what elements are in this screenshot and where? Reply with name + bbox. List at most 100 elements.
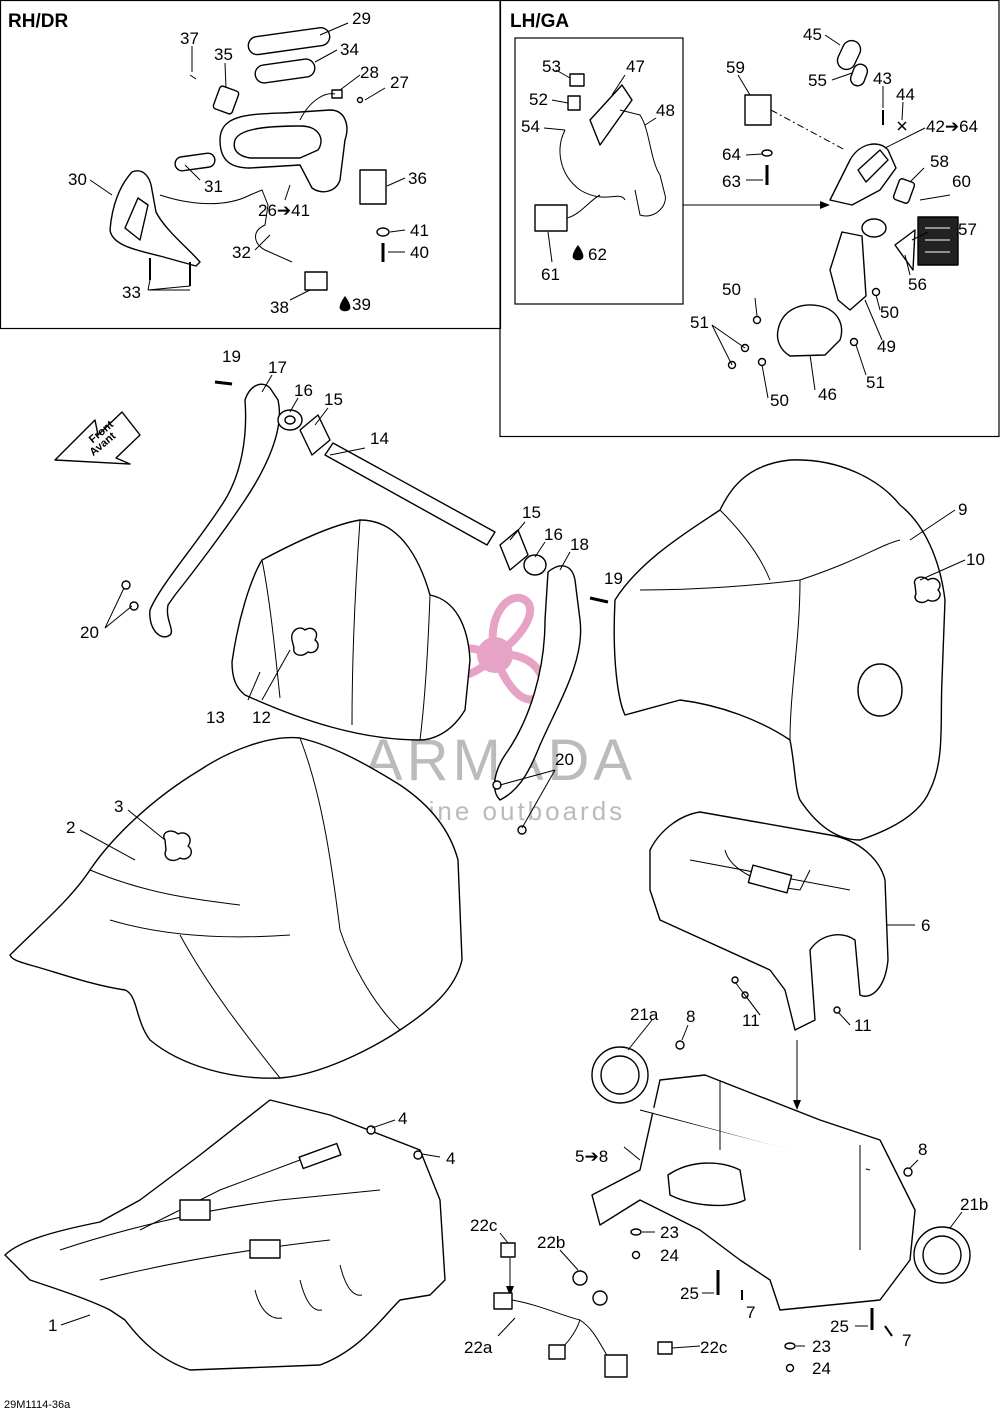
callout-16a: 16 <box>294 381 313 400</box>
callout-61: 61 <box>541 265 560 284</box>
callout-47: 47 <box>626 57 645 76</box>
callout-15b: 15 <box>522 503 541 522</box>
callout-3: 3 <box>114 797 123 816</box>
callout-43: 43 <box>873 69 892 88</box>
switch-59-icon <box>744 94 772 126</box>
handle-guard-30-icon <box>109 170 201 267</box>
callout-56: 56 <box>908 275 927 294</box>
callout-23a: 23 <box>660 1223 679 1242</box>
callout-59: 59 <box>726 58 745 77</box>
callout-60: 60 <box>952 172 971 191</box>
callout-48: 48 <box>656 101 675 120</box>
callout-51b: 51 <box>866 373 885 392</box>
callout-22a: 22a <box>464 1338 493 1357</box>
callout-50a: 50 <box>722 280 741 299</box>
callout-4b: 4 <box>446 1149 455 1168</box>
callout-18: 18 <box>570 535 589 554</box>
cover-46-icon <box>776 304 843 357</box>
callout-54: 54 <box>521 117 540 136</box>
panel-title-right-hand: RH/DR <box>8 11 68 32</box>
callout-31: 31 <box>204 177 223 196</box>
callout-19a: 19 <box>222 347 241 366</box>
callout-44: 44 <box>896 85 915 104</box>
heating-element-47-icon <box>589 84 633 146</box>
seat-frame-5 <box>591 1040 971 1373</box>
callout-9: 9 <box>958 500 967 519</box>
callout-29: 29 <box>352 9 371 28</box>
callout-15a: 15 <box>324 390 343 409</box>
callout-7b: 7 <box>902 1331 911 1350</box>
callout-25a: 25 <box>680 1284 699 1303</box>
callout-30: 30 <box>68 170 87 189</box>
callout-26-to-41: 26➔41 <box>258 201 310 220</box>
callout-42-to-64: 42➔64 <box>926 117 978 136</box>
seat-cushion-2 <box>9 736 463 1079</box>
callout-20b: 20 <box>555 750 574 769</box>
rh-panel-parts <box>109 26 390 312</box>
callout-40: 40 <box>410 243 429 262</box>
wiring-harness-22 <box>493 1242 673 1378</box>
callout-45: 45 <box>803 25 822 44</box>
callout-14: 14 <box>370 429 389 448</box>
callout-12: 12 <box>252 708 271 727</box>
callout-22c-2: 22c <box>700 1338 728 1357</box>
callout-52: 52 <box>529 90 548 109</box>
callout-27: 27 <box>390 73 409 92</box>
callout-8b: 8 <box>918 1140 927 1159</box>
callout-39: 39 <box>352 295 371 314</box>
lh-panel-parts <box>534 39 959 370</box>
callout-55: 55 <box>808 71 827 90</box>
grip-29-icon <box>247 26 331 56</box>
callout-8a: 8 <box>686 1007 695 1026</box>
rear-seat-cushion-9 <box>613 459 946 841</box>
bracket-49-icon <box>829 231 867 311</box>
callout-19b: 19 <box>604 569 623 588</box>
callout-1: 1 <box>48 1316 57 1335</box>
callout-4a: 4 <box>398 1109 407 1128</box>
figure-code: 29M1114-36a <box>4 1399 71 1411</box>
callout-13: 13 <box>206 708 225 727</box>
callout-34: 34 <box>340 40 359 59</box>
seat-base-6 <box>649 811 889 1110</box>
callout-24b: 24 <box>812 1359 831 1378</box>
panel-frames <box>0 0 1000 438</box>
callout-21b: 21b <box>960 1195 988 1214</box>
callout-17: 17 <box>268 358 287 377</box>
switch-35-icon <box>212 85 240 115</box>
heater-decal-57-icon <box>917 216 959 266</box>
callout-36: 36 <box>408 169 427 188</box>
callout-46: 46 <box>818 385 837 404</box>
callout-20a: 20 <box>80 623 99 642</box>
callout-25b: 25 <box>830 1317 849 1336</box>
callout-10: 10 <box>966 550 985 569</box>
callout-53: 53 <box>542 57 561 76</box>
callout-6: 6 <box>921 916 930 935</box>
callout-22b: 22b <box>537 1233 565 1252</box>
callout-50b: 50 <box>770 391 789 410</box>
callout-57: 57 <box>958 220 977 239</box>
callout-63: 63 <box>722 172 741 191</box>
callout-21a: 21a <box>630 1005 659 1024</box>
callout-64: 64 <box>722 145 741 164</box>
callout-labels: 1 2 3 4 4 5➔8 6 7 7 8 8 9 10 11 11 12 13… <box>48 9 988 1378</box>
leader-lines <box>60 22 966 1349</box>
callout-50c: 50 <box>880 303 899 322</box>
callout-41: 41 <box>410 221 429 240</box>
callout-11a: 11 <box>742 1011 760 1030</box>
grip-34-icon <box>254 58 316 84</box>
callout-5-to-8: 5➔8 <box>575 1147 608 1166</box>
backrest-cushion-13-icon <box>231 519 471 741</box>
front-direction-arrow-icon: Front Avant <box>54 411 141 465</box>
backrest-rod-14-icon <box>324 442 496 546</box>
seat-logo-3-icon <box>163 830 192 862</box>
backrest-arm-18-icon <box>493 565 582 801</box>
callout-2: 2 <box>66 818 75 837</box>
callout-7a: 7 <box>746 1303 755 1322</box>
lubricant-drop-icon <box>339 296 351 312</box>
callout-24a: 24 <box>660 1246 679 1265</box>
callout-28: 28 <box>360 63 379 82</box>
callout-51a: 51 <box>690 313 709 332</box>
callout-32: 32 <box>232 243 251 262</box>
connector-61-icon <box>534 204 568 232</box>
